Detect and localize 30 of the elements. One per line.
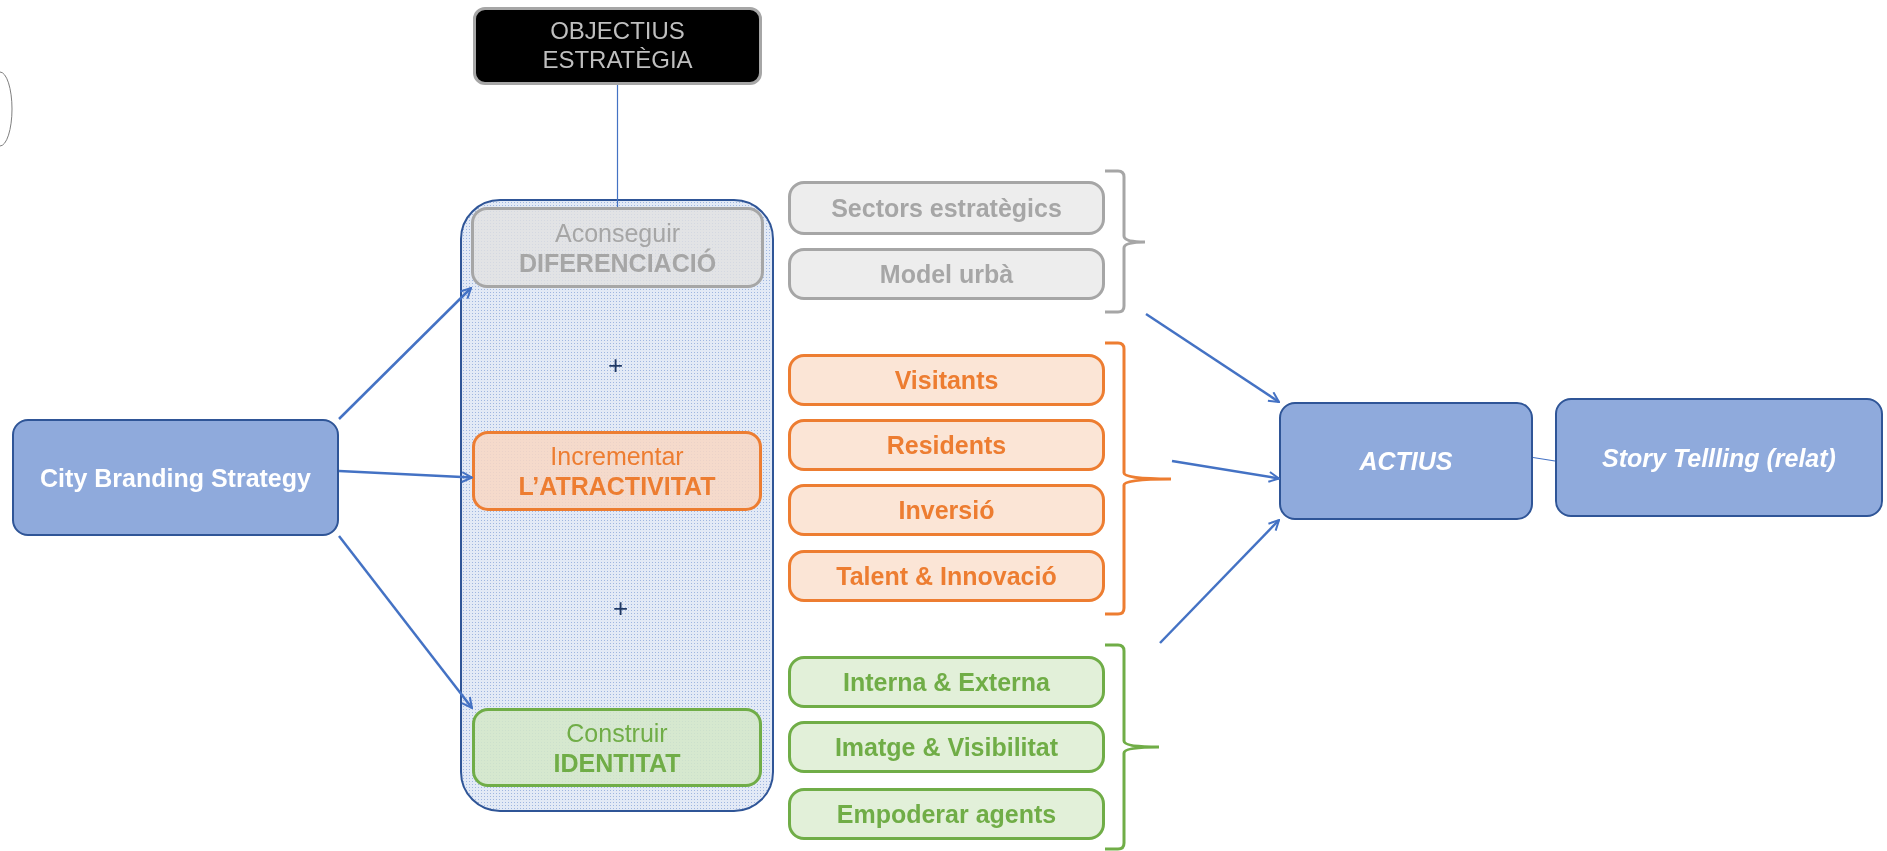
plus-sign: + bbox=[608, 350, 624, 381]
connector-line bbox=[616, 84, 619, 208]
process-box: ACTIUS bbox=[1279, 402, 1533, 520]
group-container bbox=[460, 199, 774, 812]
curly-bracket bbox=[1104, 169, 1146, 314]
curly-bracket bbox=[1104, 341, 1172, 616]
arrow bbox=[1171, 459, 1280, 483]
curly-bracket bbox=[1104, 643, 1160, 851]
item-box: Sectors estratègics bbox=[788, 181, 1105, 235]
connector-line bbox=[1532, 456, 1556, 462]
objective-box: Construir IDENTITAT bbox=[472, 708, 762, 787]
item-box: Model urbà bbox=[788, 248, 1105, 300]
item-box: Imatge & Visibilitat bbox=[788, 721, 1105, 773]
item-box: Interna & Externa bbox=[788, 656, 1105, 708]
objective-box: Aconseguir DIFERENCIACIÓ bbox=[471, 207, 764, 288]
arrow bbox=[338, 469, 473, 483]
process-box: Story Tellling (relat) bbox=[1555, 398, 1883, 517]
process-box: City Branding Strategy bbox=[12, 419, 339, 536]
item-box: Empoderar agents bbox=[788, 788, 1105, 840]
plus-sign: + bbox=[613, 593, 629, 624]
objective-box: Incrementar L’ATRACTIVITAT bbox=[472, 431, 762, 511]
arrow bbox=[1159, 519, 1280, 644]
item-box: Residents bbox=[788, 419, 1105, 471]
arrow bbox=[338, 287, 472, 420]
arrow bbox=[338, 535, 473, 709]
item-box: Visitants bbox=[788, 354, 1105, 406]
item-box: Inversió bbox=[788, 484, 1105, 536]
arrow bbox=[1145, 312, 1280, 404]
item-box: Talent & Innovació bbox=[788, 550, 1105, 602]
heading-box: OBJECTIUS ESTRATÈGIA bbox=[473, 7, 762, 85]
